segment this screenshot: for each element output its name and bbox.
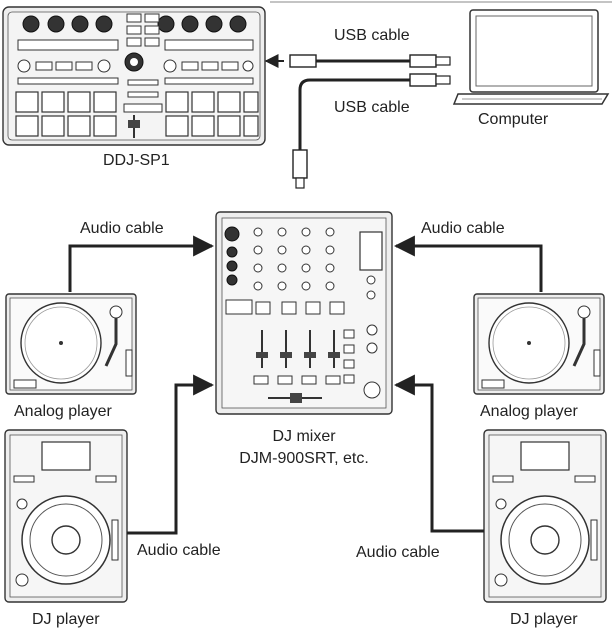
dj-mixer-label: DJ mixer [272,428,336,445]
dj-player-right [483,429,607,603]
usb-cable-top-label: USB cable [334,27,410,44]
analog-player-left-label: Analog player [14,403,113,420]
dj-player-left-label: DJ player [32,611,100,628]
dj-player-left [4,429,128,603]
controller-pads [15,91,259,137]
analog-player-right-label: Analog player [480,403,579,420]
controller-label: DDJ-SP1 [103,152,170,169]
controller-knobs [22,15,247,33]
analog-player-right [473,293,605,395]
audio-cable-left-top-label: Audio cable [80,220,164,237]
audio-cable-right-top-label: Audio cable [421,220,505,237]
analog-player-left [5,293,137,395]
audio-cable-right-bottom-label: Audio cable [356,544,440,561]
computer-icon [452,9,610,105]
audio-cable-right-top [393,235,543,292]
dj-mixer [215,211,393,415]
mixer-faders [256,330,340,368]
computer-label: Computer [478,111,549,128]
usb-cable-controller [264,54,451,68]
usb-cable-mixer [292,73,451,189]
dj-mixer-model-label: DJM-900SRT, etc. [239,450,369,467]
audio-cable-left-top [68,235,215,292]
mixer-channel-knobs [253,227,335,291]
audio-cable-right-bottom [393,374,484,533]
ddj-sp1-controller [2,6,266,146]
audio-cable-left-bottom-label: Audio cable [137,542,221,559]
audio-cable-left-bottom [127,374,215,535]
usb-cable-mid-label: USB cable [334,99,410,116]
dj-player-right-label: DJ player [510,611,578,628]
